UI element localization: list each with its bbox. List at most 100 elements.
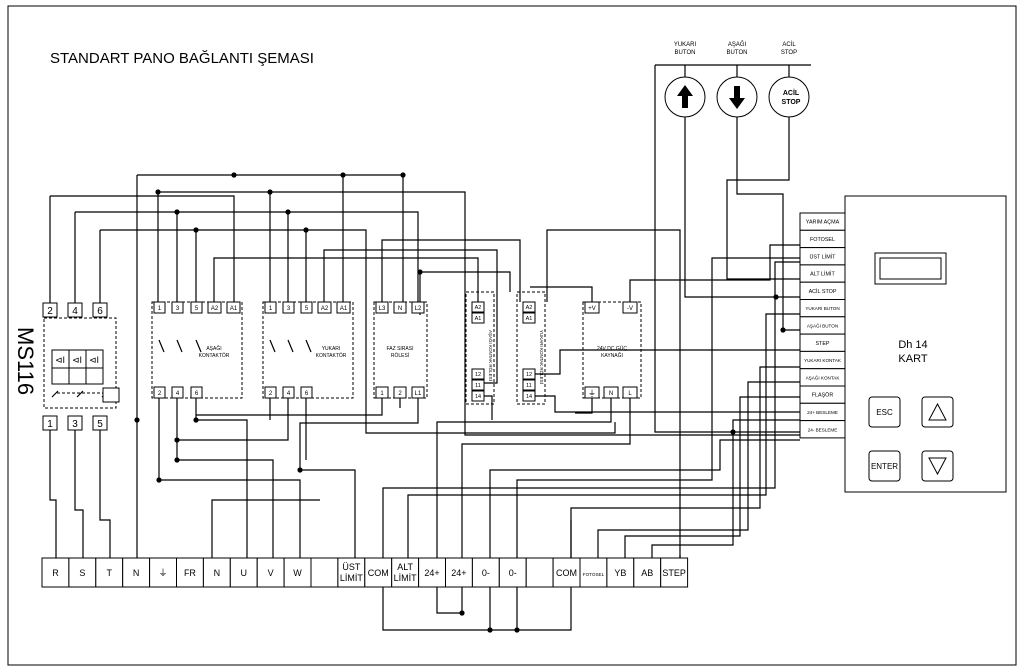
diagram-frame — [7, 5, 1017, 666]
wire — [597, 381, 800, 558]
wires — [49, 64, 811, 631]
terminal-label: N — [133, 568, 140, 578]
junction-dot — [730, 429, 736, 435]
card-input-label: STEP — [815, 341, 829, 347]
ms116-terminal-label: 6 — [97, 306, 103, 317]
wire — [484, 395, 493, 420]
phase-relay-name: RÖLESİ — [391, 352, 409, 359]
ms116-terminal-3 — [67, 415, 83, 431]
terminal-label: COM — [556, 568, 577, 578]
terminal-label: L1 — [415, 391, 422, 397]
terminal-label: ⏚ — [159, 568, 168, 578]
junction-dot — [297, 467, 303, 473]
contactor-down-name: AŞAĞI — [206, 345, 221, 352]
wire — [420, 271, 511, 292]
terminal-label: LİMİT — [340, 573, 364, 583]
contactor-down: 1 3 5 A2 A1 AŞAĞI KONTAKTÖR 2 4 6 — [151, 301, 243, 399]
terminal-label: A2 — [211, 306, 219, 312]
wire — [654, 65, 800, 433]
junction-dot — [400, 172, 406, 178]
terminal-label: N — [214, 568, 221, 578]
terminal-label: 12 — [475, 372, 481, 378]
terminal-label: 2 — [398, 391, 402, 397]
ms116-coil-symbol: ⊲I — [72, 355, 82, 365]
terminal-block — [337, 557, 366, 588]
down-key[interactable] — [921, 450, 954, 482]
button-label: STOP — [781, 50, 797, 56]
card-input-label: ÜST LİMİT — [810, 253, 837, 260]
terminal-label: U — [241, 568, 248, 578]
wire — [195, 398, 248, 558]
terminal-label: 14 — [475, 394, 481, 400]
contactor-up-name: YUKARI — [322, 346, 341, 352]
terminal-label: 0- — [482, 568, 490, 578]
terminal-label: 24+ — [451, 568, 466, 578]
phase-relay-name: FAZ SIRASI — [387, 346, 414, 352]
ms116-thermal — [68, 367, 87, 385]
wire — [176, 398, 274, 558]
terminal-block — [176, 557, 204, 588]
button-label: BUTON — [675, 50, 696, 56]
terminal-block — [660, 557, 689, 588]
wire — [684, 117, 800, 298]
wire — [50, 195, 235, 302]
emergency-stop-button[interactable]: ACİL STOP — [768, 76, 810, 118]
terminal-label: 3 — [287, 306, 291, 312]
terminal-label: 24+ — [424, 568, 439, 578]
terminal-label: AB — [641, 568, 653, 578]
wire — [489, 439, 800, 558]
terminal-label: 5 — [305, 306, 309, 312]
button-label: YUKARI — [674, 42, 697, 48]
terminal-label: ALT — [397, 562, 413, 572]
junction-dot — [773, 294, 779, 300]
wire — [575, 398, 593, 414]
card-input-label: FLAŞÖR — [812, 392, 834, 399]
junction-dot — [174, 437, 180, 443]
down-button[interactable] — [716, 76, 758, 118]
junction-dot — [267, 189, 273, 195]
terminal-label: A1 — [526, 316, 533, 322]
terminal-label: R — [52, 568, 59, 578]
card-input-label: AŞAĞI BUTON — [807, 322, 838, 328]
terminal-block — [149, 557, 178, 588]
card-input-label: ACİL STOP — [809, 288, 837, 295]
ms116-terminal-6 — [92, 302, 108, 318]
ms116-thermal — [85, 367, 104, 385]
terminal-label: 1 — [380, 391, 384, 397]
card-input-label: YARIM AÇMA — [806, 220, 840, 226]
wire — [651, 419, 800, 558]
terminal-label: A1 — [230, 306, 238, 312]
terminal-label: YB — [614, 568, 626, 578]
junction-dot — [285, 209, 291, 215]
ms116-terminal-label: 2 — [47, 306, 53, 317]
junction-dot — [514, 627, 520, 633]
esc-key[interactable]: ESC — [868, 396, 901, 428]
up-button[interactable] — [664, 76, 706, 118]
ms116-terminal-4 — [67, 302, 83, 318]
card-input-label: 24+ BESLEME — [807, 410, 838, 415]
junction-dot — [303, 227, 309, 233]
junction-dot — [193, 417, 199, 423]
wire — [158, 191, 800, 436]
junction-dot — [231, 172, 237, 178]
button-label: BUTON — [727, 50, 748, 56]
terminal-block — [525, 557, 554, 588]
wire — [299, 398, 419, 558]
up-key[interactable] — [921, 396, 954, 428]
card-input-label: YUKARI BUTON — [805, 306, 839, 311]
psu-name: KAYNAĞI — [601, 352, 623, 359]
card-title: KART — [898, 353, 927, 365]
terminal-label: 14 — [526, 394, 532, 400]
ms116-label: MS116 — [13, 327, 38, 395]
terminal-block — [310, 557, 339, 588]
junction-dot — [417, 269, 423, 275]
enter-key[interactable]: ENTER — [868, 450, 901, 482]
junction-dot — [459, 610, 465, 616]
ms116-coil-symbol: ⊲I — [89, 355, 99, 365]
wire — [624, 396, 800, 558]
terminal-label: A2 — [475, 305, 482, 311]
ms116-coil-symbol: ⊲I — [55, 355, 65, 365]
